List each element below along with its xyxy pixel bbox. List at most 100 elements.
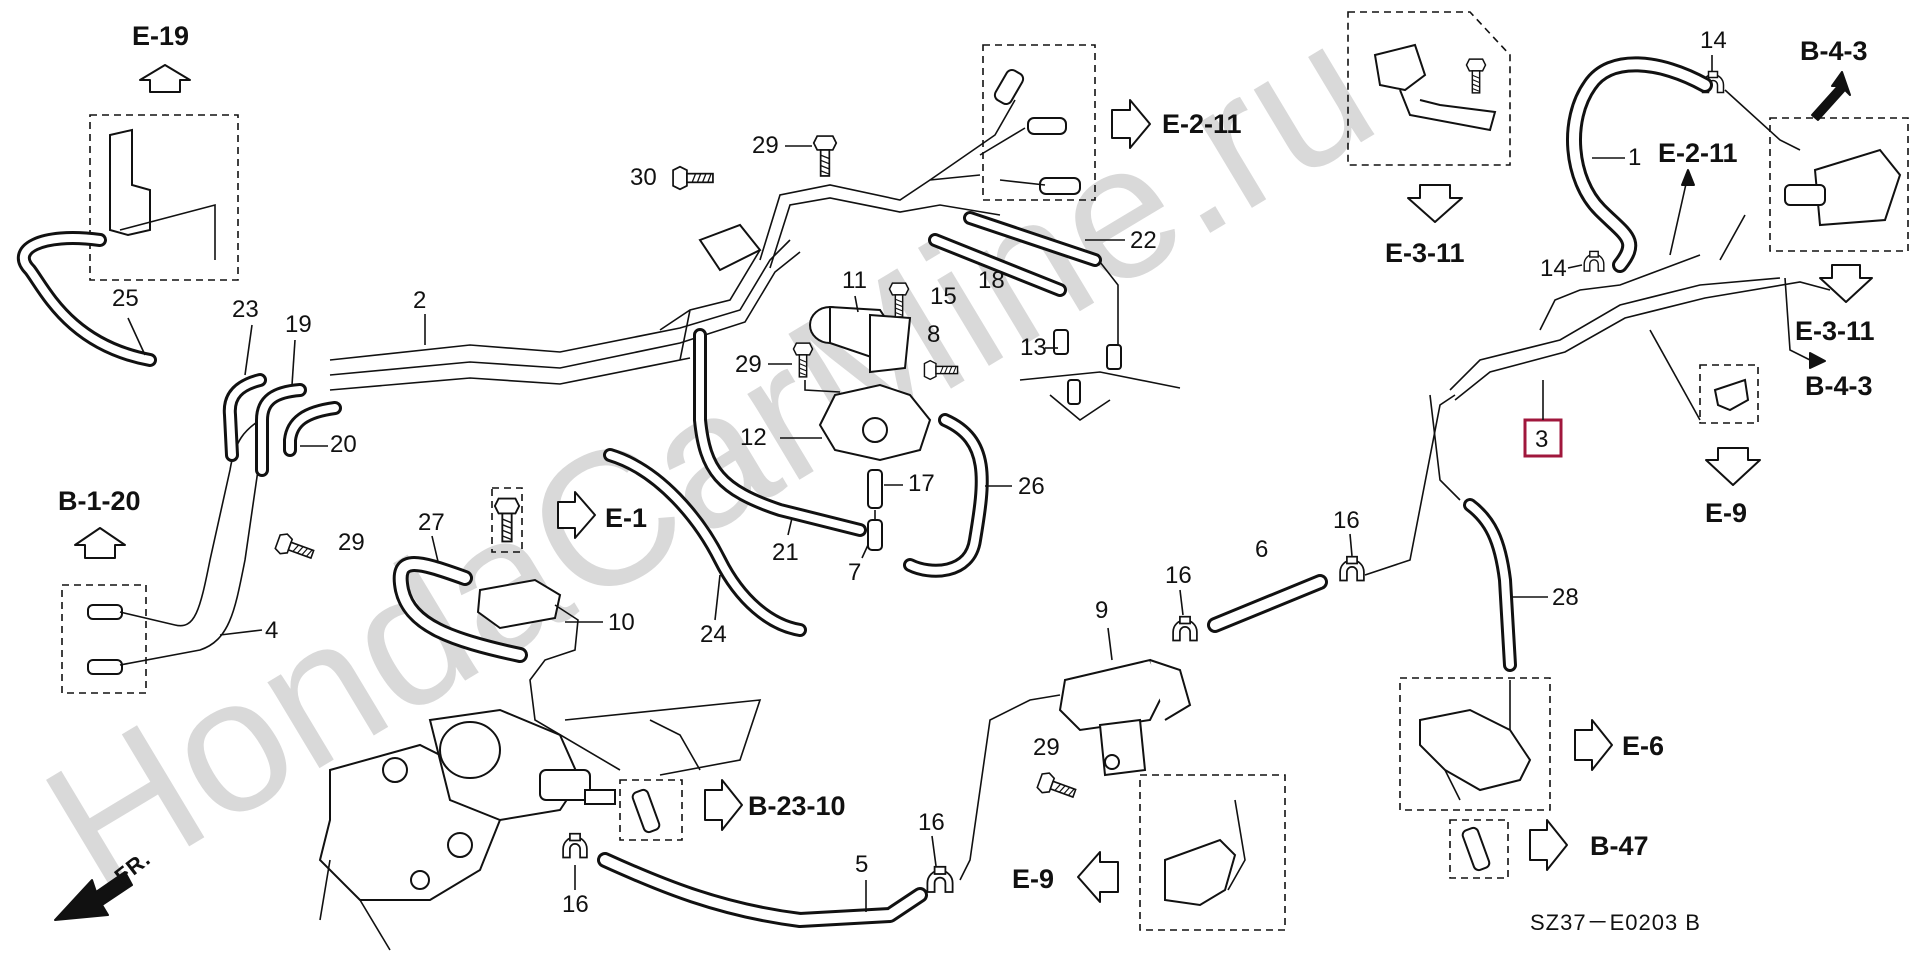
- pipe-upper-1: [759, 174, 981, 261]
- ref-e1[interactable]: E-1: [605, 503, 647, 533]
- callout-16-right: 16: [1333, 507, 1360, 534]
- pipe-2-b: [329, 251, 801, 376]
- callout-17: 17: [908, 470, 935, 497]
- ref-e9-right[interactable]: E-9: [1705, 498, 1747, 528]
- bracket-e9: [1164, 838, 1237, 907]
- hose-24-inner: [606, 451, 804, 634]
- arrow-to-b47[interactable]: [1529, 819, 1568, 871]
- bolt-detail-box: [491, 487, 523, 553]
- leader-16-valve: [1179, 589, 1184, 616]
- hose-22-inner: [966, 214, 1099, 264]
- callout-28: 28: [1552, 584, 1579, 611]
- clamp-16-bottom: [562, 832, 588, 859]
- ref-e6[interactable]: E-6: [1622, 731, 1664, 761]
- callout-27: 27: [418, 509, 445, 536]
- ref-e9-bottom[interactable]: E-9: [1012, 864, 1054, 894]
- clamp-16-hose5: [926, 865, 954, 893]
- arrow-to-b2310[interactable]: [704, 779, 743, 831]
- hose-end-upper: [87, 604, 123, 620]
- pipe-upper-3: [659, 249, 761, 361]
- arrow-to-e311-right[interactable]: [1819, 264, 1873, 303]
- ref-e311-right[interactable]: E-3-11: [1795, 316, 1875, 346]
- ref-e211-right[interactable]: E-2-11: [1658, 138, 1738, 168]
- leader-24: [714, 574, 721, 621]
- callout-7: 7: [848, 559, 861, 586]
- callout-24: 24: [700, 621, 727, 648]
- arrow-to-b120[interactable]: [74, 527, 126, 559]
- leader-23: [244, 324, 253, 376]
- callout-11: 11: [842, 267, 867, 294]
- pipe-canister: [1724, 89, 1801, 151]
- callout-20: 20: [330, 431, 357, 458]
- arrow-to-e1[interactable]: [557, 491, 596, 539]
- bolt-29-left: [273, 531, 317, 565]
- ref-b2310[interactable]: B-23-10: [748, 791, 846, 821]
- callout-16-bottom: 16: [562, 891, 589, 918]
- arrow-to-e19[interactable]: [139, 64, 191, 93]
- canister-component: [1784, 148, 1902, 227]
- ref-b43-top[interactable]: B-4-3: [1800, 36, 1868, 66]
- callout-13: 13: [1020, 334, 1047, 361]
- arrow-to-e6[interactable]: [1574, 719, 1613, 771]
- hose-20-inner: [286, 404, 339, 454]
- arrow-e211-right: [1681, 169, 1695, 186]
- pipe-bracket: [698, 223, 762, 272]
- hose-23-inner: [225, 376, 264, 459]
- clamp-16-valve: [1172, 615, 1198, 642]
- callout-4: 4: [265, 617, 278, 644]
- pipe-3-c: [1539, 254, 1701, 331]
- leader-21: [787, 517, 793, 536]
- arrow-up-b43-top: [1811, 71, 1851, 121]
- hose-end-detail-box: [61, 584, 147, 694]
- callout-29-mid: 29: [735, 351, 762, 378]
- ref-b120[interactable]: B-1-20: [58, 486, 141, 516]
- pipe-2-c: [329, 357, 691, 391]
- arrow-to-e311-upper[interactable]: [1407, 184, 1463, 223]
- arrow-to-e9-bottom[interactable]: [1077, 851, 1119, 903]
- clip-component: [1373, 43, 1497, 132]
- clip-detail-box: [1347, 11, 1511, 166]
- callout-19: 19: [285, 311, 312, 338]
- callout-23: 23: [232, 296, 259, 323]
- grommet: [1713, 378, 1750, 412]
- part-3-highlight-box[interactable]: [1523, 418, 1563, 458]
- leader-14-mid: [1567, 264, 1583, 269]
- ref-e311-upper[interactable]: E-3-11: [1385, 238, 1465, 268]
- pipe-6-to-3: [1364, 394, 1456, 576]
- pipe-28-upper: [1429, 394, 1461, 501]
- leader-11: [854, 295, 859, 313]
- ref-e211-top[interactable]: E-2-11: [1162, 109, 1242, 139]
- hose-27-inner: [395, 559, 525, 660]
- leader-19: [291, 339, 296, 386]
- callout-16-hose5: 16: [918, 809, 945, 836]
- hose-6-inner: [1210, 577, 1325, 630]
- ref-b47[interactable]: B-47: [1590, 831, 1649, 861]
- callout-15: 15: [930, 283, 957, 310]
- callout-2: 2: [413, 287, 426, 314]
- callout-29-bottom: 29: [1033, 734, 1060, 761]
- callout-29-top: 29: [752, 132, 779, 159]
- hose-5-inner: [600, 855, 925, 925]
- pipe-4-b: [119, 469, 259, 666]
- arrow-to-e9-right[interactable]: [1705, 447, 1761, 486]
- callout-3[interactable]: 3: [1535, 426, 1548, 453]
- ref-b43-right[interactable]: B-4-3: [1805, 371, 1873, 401]
- clamp-14-mid: [1583, 250, 1605, 272]
- hose-21-inner: [696, 331, 864, 534]
- leader-25: [127, 317, 146, 356]
- bolt-30: [672, 165, 714, 191]
- bracket-detail-box-e6: [1399, 677, 1551, 811]
- arrow-b43-right: [1809, 352, 1826, 369]
- connector-17: [867, 469, 883, 509]
- hose-end-detail-box-b47: [1449, 819, 1509, 879]
- lead-grommet: [1649, 329, 1701, 421]
- callout-5: 5: [855, 851, 868, 878]
- callout-30: 30: [630, 164, 657, 191]
- arrow-to-e211-top[interactable]: [1111, 99, 1151, 149]
- ref-e19[interactable]: E-19: [132, 21, 189, 51]
- leader-9: [1107, 627, 1113, 661]
- hose-19-inner: [258, 386, 304, 474]
- hose-lead-e211: [929, 99, 1046, 186]
- hose-end-b47: [1461, 826, 1491, 872]
